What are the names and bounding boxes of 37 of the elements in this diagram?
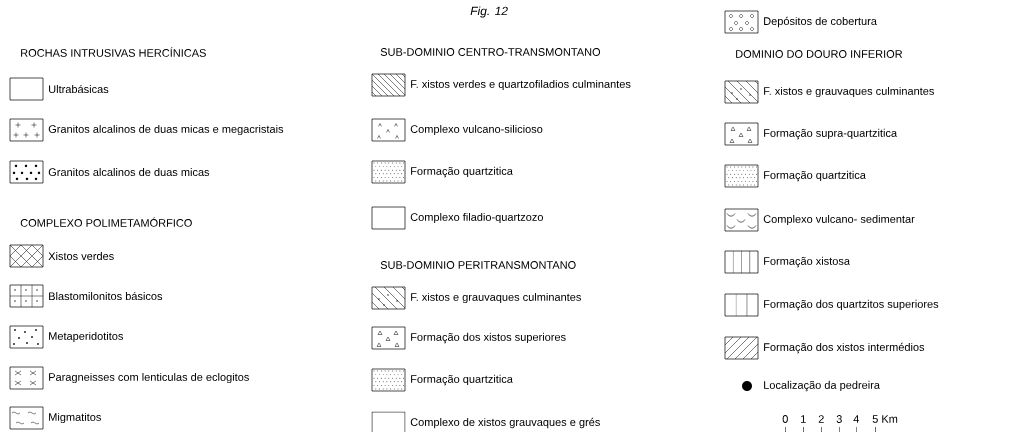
legend-text: Xistos verdes (48, 251, 114, 261)
legend-text: Localização da pedreira (764, 380, 880, 392)
scale-number: 2 (818, 415, 824, 423)
legend-text: Formação xistosa (764, 256, 850, 268)
legend-text: F. xistos e grauvaques culminantes (764, 86, 934, 98)
legend-text: Granitos alcalinos de duas micas e megacristais (48, 124, 284, 136)
legend-text: Ultrabásicas (49, 84, 109, 94)
legend-text: F. xistos e grauvaques culminantes (411, 292, 581, 304)
legend-text: Granitos alcalinos de duas micas (48, 167, 210, 177)
legend-text: Blastomilonitos básicos (49, 291, 163, 301)
legend-text: Complexo vulcano-silicioso (410, 124, 543, 136)
section-heading: SUB-DOMINIO CENTRO-TRANSMONTANO (380, 48, 601, 56)
legend-text: Complexo vulcano- sedimentar (763, 214, 915, 226)
legend-text: Complexo de xistos grauvaques e grés (410, 417, 600, 429)
scale-number: 1 (801, 415, 806, 423)
legend-text: F. xistos verdes e quartzofiladios culminantes (411, 79, 631, 91)
legend-text: Formação quartzitica (764, 170, 866, 182)
legend-text: Paragneisses com lenticulas de eclogitos (49, 372, 249, 384)
legend-text: Complexo filadio-quartzozo (410, 212, 543, 224)
legend-text: Migmatitos (49, 412, 101, 424)
section-heading: ROCHAS INTRUSIVAS HERCÍNICAS (21, 47, 206, 57)
scale-number: 4 (853, 415, 859, 423)
scale-number: 0 (782, 415, 788, 423)
section-heading: COMPLEXO POLIMETAMÓRFICO (20, 217, 192, 227)
legend-text: Formação dos xistos intermédios (764, 342, 925, 354)
section-heading: DOMINIO DO DOURO INFERIOR (736, 50, 903, 58)
scale-number: 5 Km (872, 415, 898, 423)
legend-text: Formação dos quartzitos superiores (764, 299, 939, 311)
scale-number: 3 (836, 415, 842, 423)
legend-text: Formação dos xistos superiores (411, 332, 566, 344)
legend-text: Formação quartzitica (411, 166, 513, 178)
figure-title: Fig. 12 (470, 6, 508, 18)
legend-text: Metaperidotitos (49, 331, 123, 343)
section-heading: SUB-DOMINIO PERITRANSMONTANO (380, 261, 576, 269)
legend-text: Formação supra-quartzitica (764, 128, 898, 140)
legend-text: Depósitos de cobertura (764, 16, 877, 28)
legend-text: Formação quartzitica (411, 374, 513, 386)
